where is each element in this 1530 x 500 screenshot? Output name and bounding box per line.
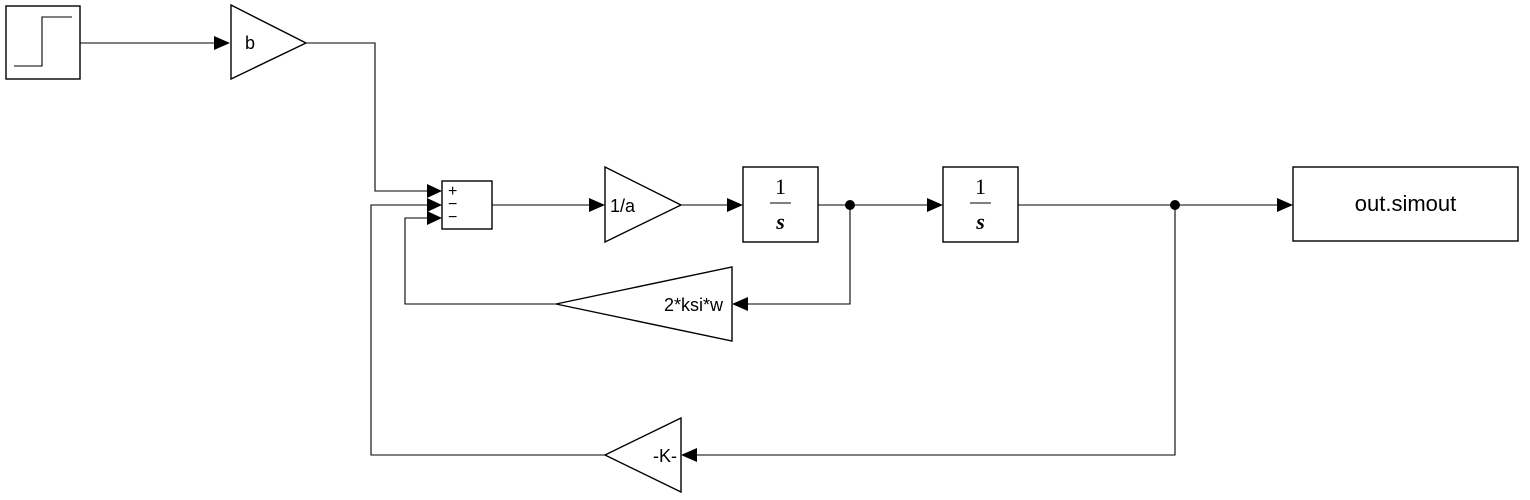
integrator-1-block[interactable]: 1 s bbox=[742, 166, 819, 243]
arrowhead-sum-input-plus bbox=[427, 184, 442, 198]
arrowhead-k-input bbox=[681, 448, 697, 462]
arrowhead-gain-inv-a-input bbox=[589, 198, 605, 212]
step-block[interactable] bbox=[5, 5, 81, 80]
wire-branch-to-damping[interactable] bbox=[748, 205, 851, 305]
arrowhead-sum-input-minus-1 bbox=[427, 198, 442, 212]
gain-inv-a-block[interactable]: 1/a bbox=[604, 165, 683, 244]
branch-point-1 bbox=[845, 200, 855, 210]
gain-k-label: -K- bbox=[653, 446, 677, 466]
arrowhead-integrator-2-input bbox=[927, 198, 943, 212]
sum-sign-minus-2: − bbox=[448, 209, 457, 226]
gain-damping-block[interactable]: 2*ksi*w bbox=[555, 266, 733, 342]
wire-damping-to-sum[interactable] bbox=[404, 217, 556, 305]
integrator-2-numerator: 1 bbox=[975, 174, 986, 199]
gain-k-block[interactable]: -K- bbox=[603, 416, 682, 494]
sum-sign-plus: + bbox=[448, 183, 457, 200]
branch-point-2 bbox=[1170, 200, 1180, 210]
gain-b-block[interactable]: b bbox=[230, 3, 308, 81]
gain-inv-a-label: 1/a bbox=[610, 196, 636, 216]
gain-damping-label: 2*ksi*w bbox=[664, 295, 724, 315]
arrowhead-workspace-input bbox=[1277, 198, 1293, 212]
arrowhead-damping-input bbox=[732, 297, 748, 311]
integrator-2-denominator: s bbox=[975, 209, 985, 234]
integrator-1-numerator: 1 bbox=[775, 174, 786, 199]
arrowhead-integrator-1-input bbox=[727, 198, 743, 212]
integrator-2-block[interactable]: 1 s bbox=[942, 166, 1019, 243]
integrator-1-denominator: s bbox=[775, 209, 785, 234]
to-workspace-block[interactable]: out.simout bbox=[1292, 166, 1519, 242]
arrowhead-gain-b-input bbox=[214, 36, 230, 50]
step-icon bbox=[14, 16, 72, 67]
wire-gain-b-to-sum[interactable] bbox=[306, 42, 427, 192]
gain-b-label: b bbox=[245, 33, 255, 53]
wire-k-to-sum[interactable] bbox=[370, 204, 605, 456]
sum-sign-minus-1: − bbox=[448, 196, 457, 213]
arrowhead-sum-input-minus-2 bbox=[427, 211, 442, 225]
signal-lines bbox=[80, 36, 1293, 462]
to-workspace-label: out.simout bbox=[1355, 191, 1457, 216]
wire-branch-to-k[interactable] bbox=[697, 205, 1176, 456]
sum-block[interactable]: + − − bbox=[441, 180, 493, 230]
